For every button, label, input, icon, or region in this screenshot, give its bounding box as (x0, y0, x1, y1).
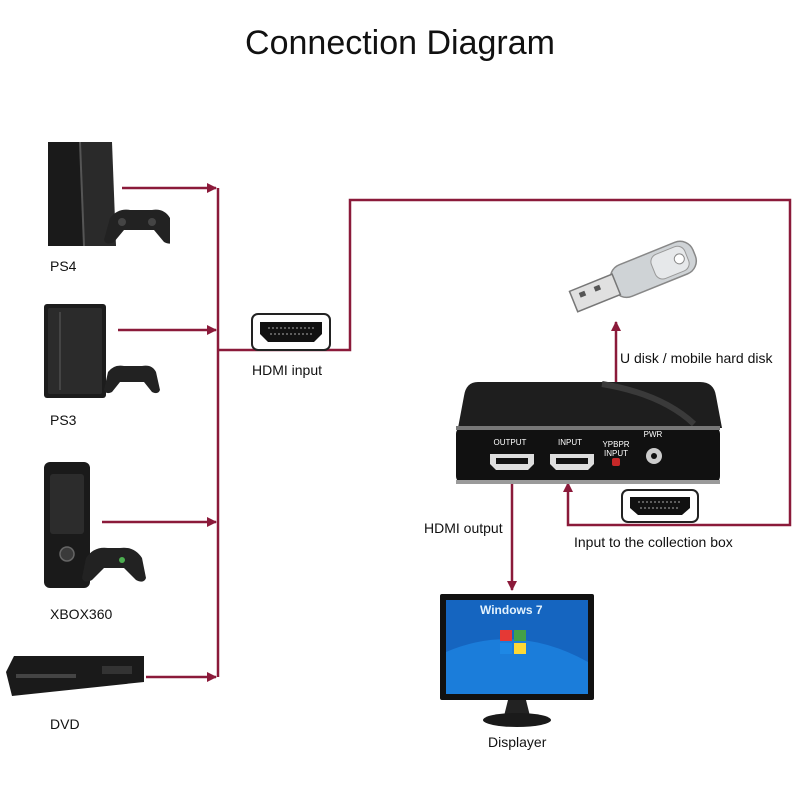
displayer-label: Displayer (488, 734, 547, 750)
xbox360-console-icon (44, 462, 146, 588)
box-output-port-label: OUTPUT (493, 438, 527, 447)
hdmi-collection-connector-icon (621, 489, 699, 523)
ps4-console-icon (48, 141, 170, 247)
box-ypbpr-label-line2: INPUT (604, 449, 628, 458)
collection-label: Input to the collection box (574, 534, 733, 550)
monitor-screen-text: Windows 7 (480, 603, 543, 617)
ps4-label: PS4 (50, 258, 77, 274)
ps3-label: PS3 (50, 412, 77, 428)
hdmi-input-route (218, 198, 792, 527)
hdmi-output-label: HDMI output (424, 520, 503, 536)
box-input-port-label: INPUT (558, 438, 582, 447)
dvd-label: DVD (50, 716, 80, 732)
xbox360-label: XBOX360 (50, 606, 113, 622)
box-pwr-port-label: PWR (643, 430, 663, 439)
ps3-console-icon (44, 304, 160, 398)
monitor-icon (440, 594, 594, 727)
capture-box-icon (456, 381, 722, 484)
hdmi-input-label: HDMI input (252, 362, 323, 378)
udisk-label: U disk / mobile hard disk (620, 350, 773, 366)
dvd-player-icon (6, 656, 144, 696)
box-ypbpr-label-line1: YPBPR (602, 440, 630, 449)
hdmi-input-connector-icon (251, 313, 331, 351)
diagram-title: Connection Diagram (245, 24, 555, 62)
usb-drive-icon (568, 240, 698, 313)
